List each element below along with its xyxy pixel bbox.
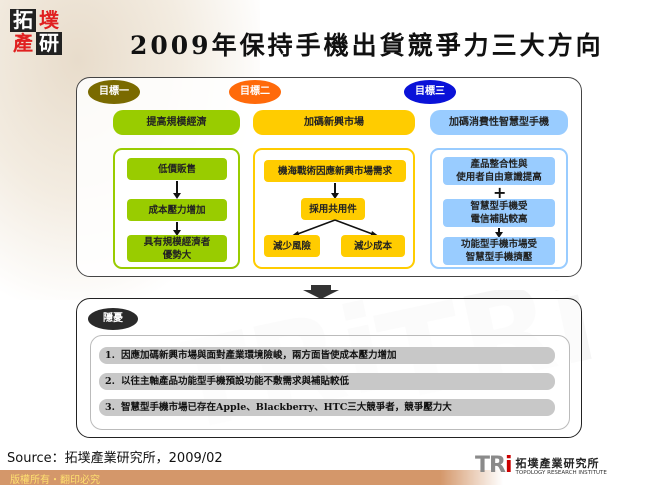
goal-1-heading: 提高規模經濟 — [113, 110, 240, 135]
item-number: 3. — [105, 402, 115, 413]
copyright-text: 版權所有・翻印必究 — [10, 475, 100, 486]
flow-node: 功能型手機市場受 智慧型手機擠壓 — [443, 237, 555, 265]
page-title: 2009年保持手機出貨競爭力三大方向 — [130, 31, 604, 60]
plus-icon: + — [493, 183, 507, 202]
flow-node: 低價販售 — [127, 158, 227, 180]
flow-node: 採用共用件 — [301, 198, 365, 220]
flow-node: 智慧型手機受 電信補貼較高 — [443, 199, 555, 227]
list-item: 1. 因應加碼新興市場與面對產業環境險峻，兩方面皆使成本壓力增加 — [99, 347, 555, 364]
brand-name-en: TOPOLOGY RESEARCH INSTITUTE — [515, 470, 607, 476]
flow-node: 具有規模經濟者 優勢大 — [127, 235, 227, 262]
arrow-down-icon — [173, 222, 181, 236]
flow-node: 成本壓力增加 — [127, 199, 227, 221]
goal-3-heading: 加碼消費性智慧型手機 — [430, 110, 568, 135]
goal-2-badge: 目標二 — [229, 80, 281, 104]
goal-3-badge: 目標三 — [404, 80, 456, 104]
arrow-down-icon — [495, 228, 503, 238]
item-text: 以往主軸產品功能型手機預設功能不敷需求與補貼較低 — [121, 376, 350, 387]
goal-2-heading: 加碼新興市場 — [253, 110, 415, 135]
item-text: 智慧型手機市場已存在Apple、Blackberry、HTC三大競爭者，競爭壓力… — [121, 402, 452, 413]
big-arrow-down-icon — [303, 285, 339, 299]
arrow-down-icon — [331, 183, 339, 199]
flow-node: 減少風險 — [264, 235, 320, 257]
item-number: 2. — [105, 376, 115, 387]
source-note: Source：拓墣產業研究所，2009/02 — [7, 451, 223, 466]
logo-char: 產 — [13, 31, 33, 55]
logo: 拓 墣 產 研 — [10, 9, 62, 55]
logo-char: 拓 — [10, 9, 36, 32]
item-text: 因應加碼新興市場與面對產業環境險峻，兩方面皆使成本壓力增加 — [121, 350, 397, 361]
tri-mark: TRi — [475, 453, 512, 478]
list-item: 3. 智慧型手機市場已存在Apple、Blackberry、HTC三大競爭者，競爭… — [99, 399, 555, 416]
arrow-down-icon — [173, 181, 181, 199]
flow-node: 產品整合性與 使用者自由意識提高 — [443, 157, 555, 185]
implications-badge: 隱憂 — [88, 308, 138, 330]
goal-1-badge: 目標一 — [88, 80, 140, 104]
logo-char: 研 — [36, 32, 62, 55]
tri-logo: TRi 拓墣產業研究所 TOPOLOGY RESEARCH INSTITUTE — [475, 455, 607, 477]
logo-char: 墣 — [39, 8, 59, 32]
footer-bar — [0, 470, 650, 485]
item-number: 1. — [105, 350, 115, 361]
flow-node: 減少成本 — [341, 235, 405, 257]
list-item: 2. 以往主軸產品功能型手機預設功能不敷需求與補貼較低 — [99, 373, 555, 390]
flow-node: 機海戰術因應新興市場需求 — [264, 160, 406, 182]
brand-name-cn: 拓墣產業研究所 — [515, 457, 600, 470]
